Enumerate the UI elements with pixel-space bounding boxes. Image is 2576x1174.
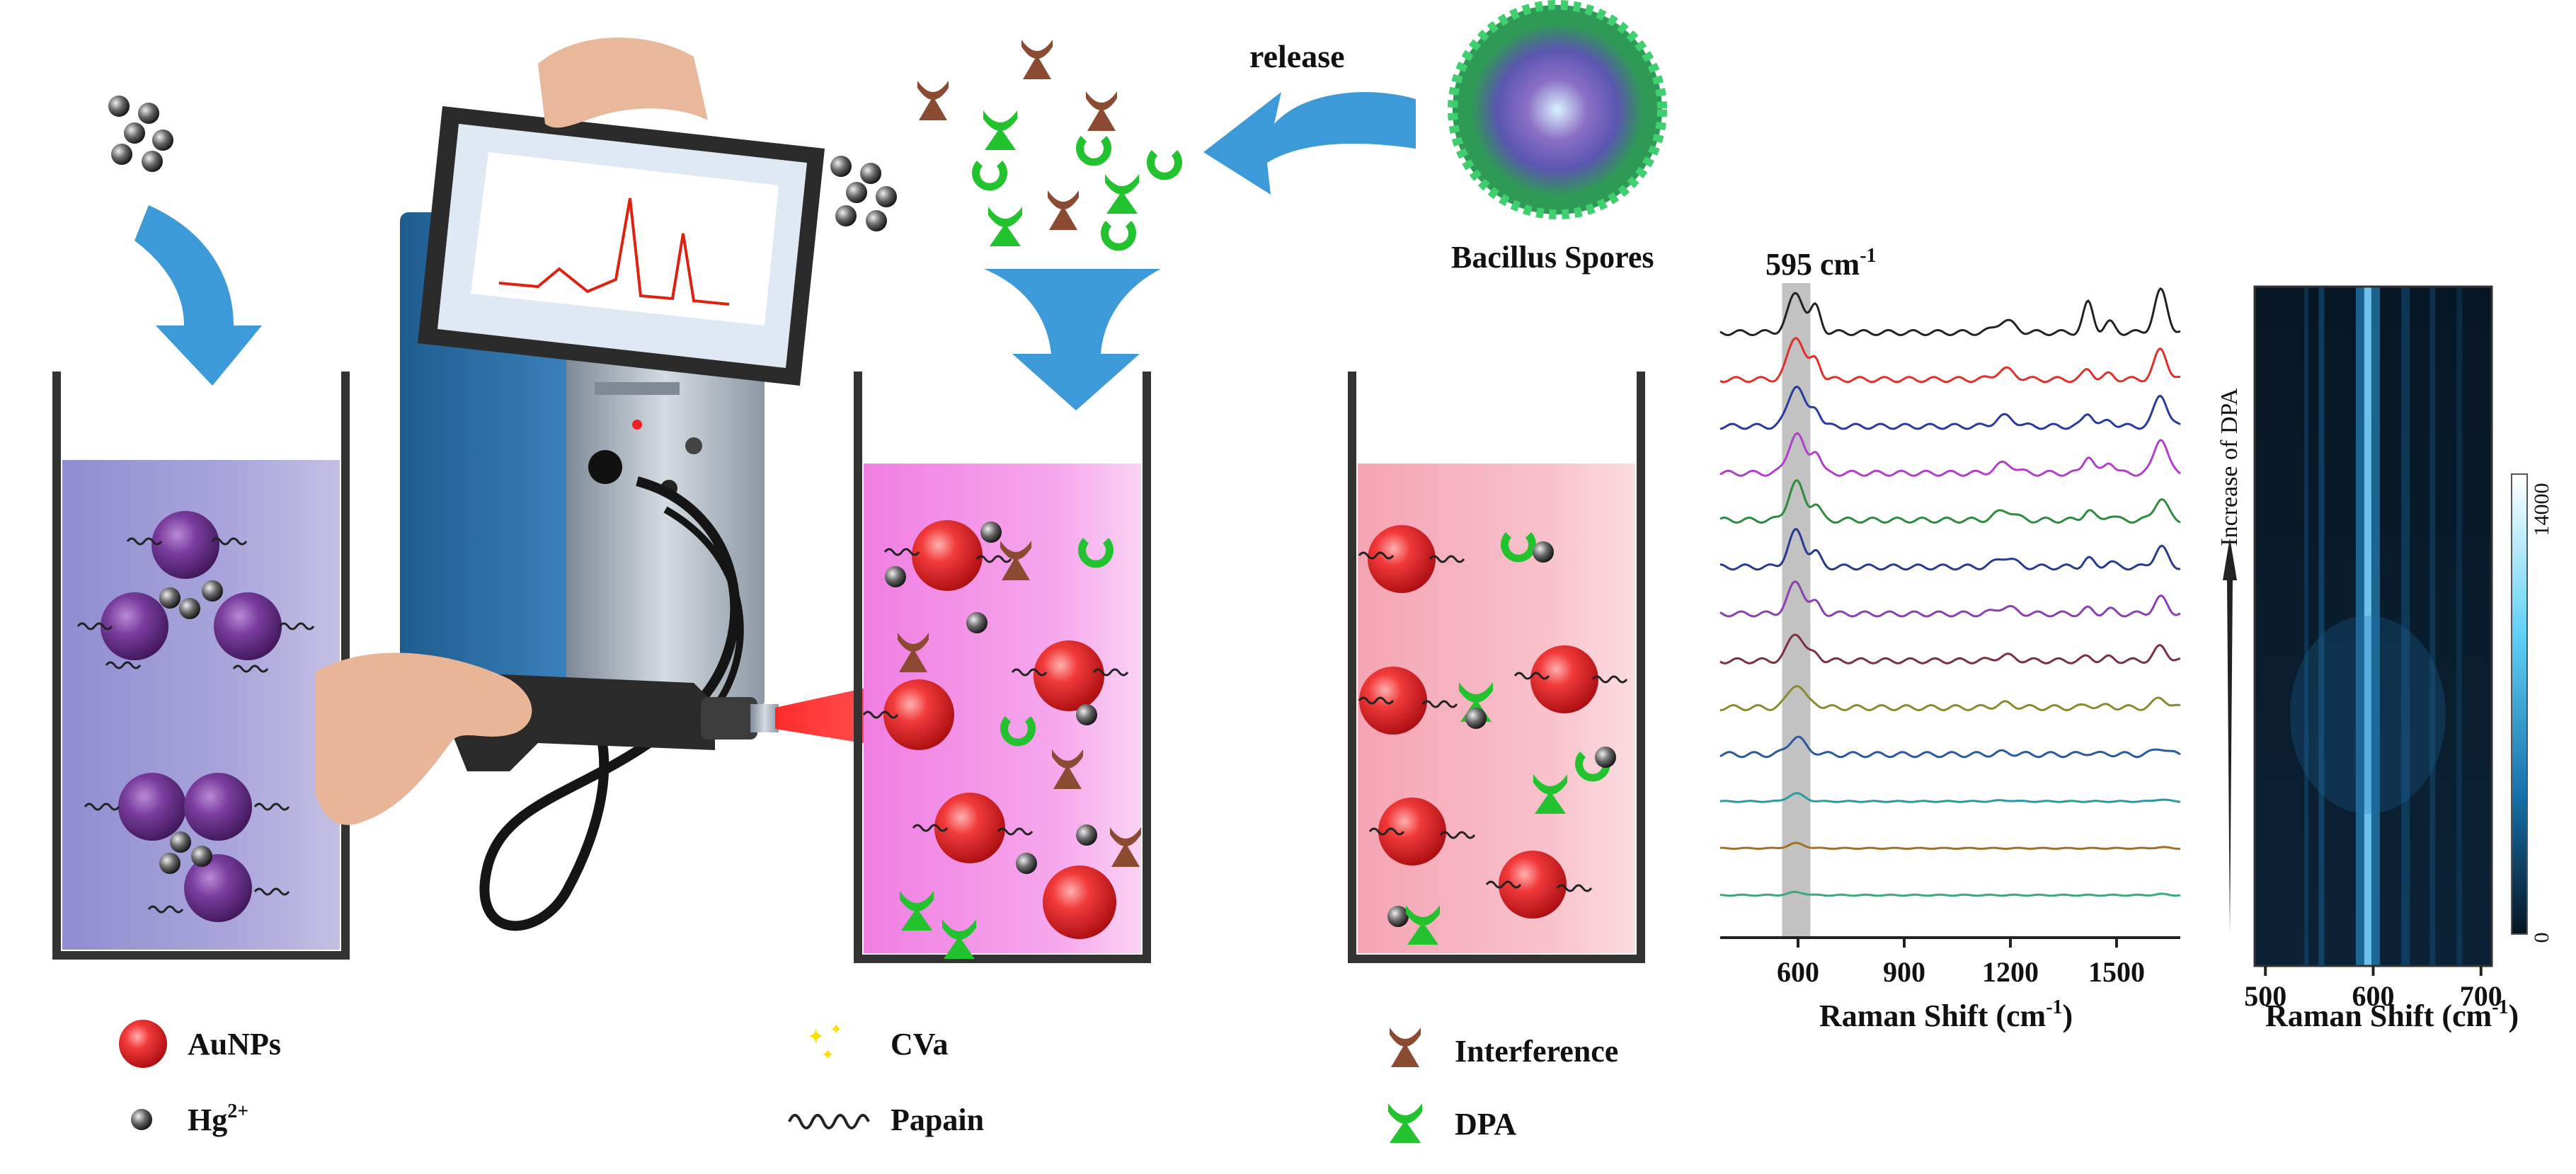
heatmap-streak <box>2304 287 2309 966</box>
increase-dpa-label: Increase of DPA <box>2216 388 2243 546</box>
legend-cva-label: CVa <box>891 1027 949 1061</box>
svg-text:✦: ✦ <box>830 1021 842 1039</box>
svg-text:✦: ✦ <box>821 1047 834 1064</box>
arrow-down-left <box>134 205 262 386</box>
bacillus-spores-label: Bacillus Spores <box>1451 240 1654 275</box>
legend-hg-swatch <box>131 1109 152 1130</box>
x-tick-label: 900 <box>1883 956 1925 988</box>
svg-text:✦: ✦ <box>807 1025 825 1049</box>
spectrum-line <box>1720 841 2180 850</box>
spectrum-line <box>1719 890 2181 897</box>
legend-aunps-label: AuNPs <box>188 1027 281 1061</box>
spectrum-line <box>1719 792 2181 803</box>
spectrum-line <box>1719 735 2181 759</box>
legend-hg-label: Hg2+ <box>188 1100 248 1137</box>
legend-cva-swatch: ✦ ✦ ✦ <box>807 1021 842 1064</box>
bacillus-spore-illustration <box>1448 0 1667 219</box>
colorbar-min-label: 0 <box>2530 933 2553 943</box>
beaker-2 <box>854 372 1151 963</box>
heatmap-streak <box>2401 287 2410 966</box>
x-tick-label: 600 <box>1777 956 1819 988</box>
legend-interference-label: Interference <box>1455 1034 1618 1069</box>
release-label: release <box>1249 38 1345 74</box>
heatmap-x-axis-label: Raman Shift (cm-1) <box>2265 996 2519 1033</box>
legend-papain-label: Papain <box>891 1103 984 1137</box>
heatmap-streak <box>2318 287 2325 966</box>
heatmap-glow <box>2289 616 2446 814</box>
raman-spectrometer <box>315 38 825 931</box>
colorbar <box>2511 473 2528 935</box>
x-tick-label: 1200 <box>1982 956 2039 988</box>
spectrum-line <box>1719 580 2181 618</box>
legend-dpa-swatch <box>1388 1103 1422 1143</box>
legend-aunps-swatch <box>119 1020 167 1068</box>
heatmap-streak <box>2429 287 2436 966</box>
heatmap-x-tick-label: 600 <box>2352 980 2395 1012</box>
spectrum-line <box>1719 287 2181 337</box>
heatmap-chart: 500 600 700 Raman Shift (cm-1) Increase of… <box>2216 285 2553 1033</box>
spectra-x-axis-label: Raman Shift (cm-1) <box>1819 996 2073 1033</box>
aggregated-aunps-top <box>76 511 315 673</box>
peak-label: 595 cm-1 <box>1765 245 1877 282</box>
legend-dpa-label: DPA <box>1455 1107 1516 1141</box>
released-molecules <box>830 40 1182 251</box>
increase-arrow <box>2223 538 2237 934</box>
heatmap-streak <box>2456 287 2463 966</box>
spectrum-line <box>1719 432 2181 477</box>
beaker-3 <box>1348 372 1645 963</box>
hg-particles-top-left <box>108 96 173 172</box>
spectrum-line <box>1719 633 2181 664</box>
raman-spectra-chart: 600 900 1200 1500 595 cm-1 Raman Shift (cm-… <box>1719 245 2181 1033</box>
beaker-3-contents <box>1358 525 1628 945</box>
beaker-2-contents <box>862 520 1141 959</box>
spectrum-line <box>1719 685 2181 712</box>
spectrum-line <box>1719 337 2181 384</box>
spectrum-line <box>1719 478 2181 524</box>
x-tick-label: 1500 <box>2088 956 2145 988</box>
legend-interference-swatch <box>1390 1028 1421 1067</box>
highlight-band-595 <box>1782 283 1811 938</box>
spectrum-line <box>1719 528 2181 571</box>
aggregated-aunps-bottom <box>84 773 290 922</box>
arrow-down-center <box>984 269 1161 410</box>
heatmap-streak <box>2355 287 2380 966</box>
heatmap-x-tick-label: 500 <box>2244 980 2286 1012</box>
colorbar-max-label: 14000 <box>2530 483 2553 536</box>
legend-papain-swatch <box>788 1114 870 1129</box>
spectrum-line <box>1719 385 2181 430</box>
legend: AuNPs Hg2+ ✦ ✦ ✦ CVa Papain Interference… <box>119 1020 1618 1143</box>
heatmap-x-tick-label: 700 <box>2460 980 2502 1012</box>
release-arrow <box>1203 92 1416 195</box>
